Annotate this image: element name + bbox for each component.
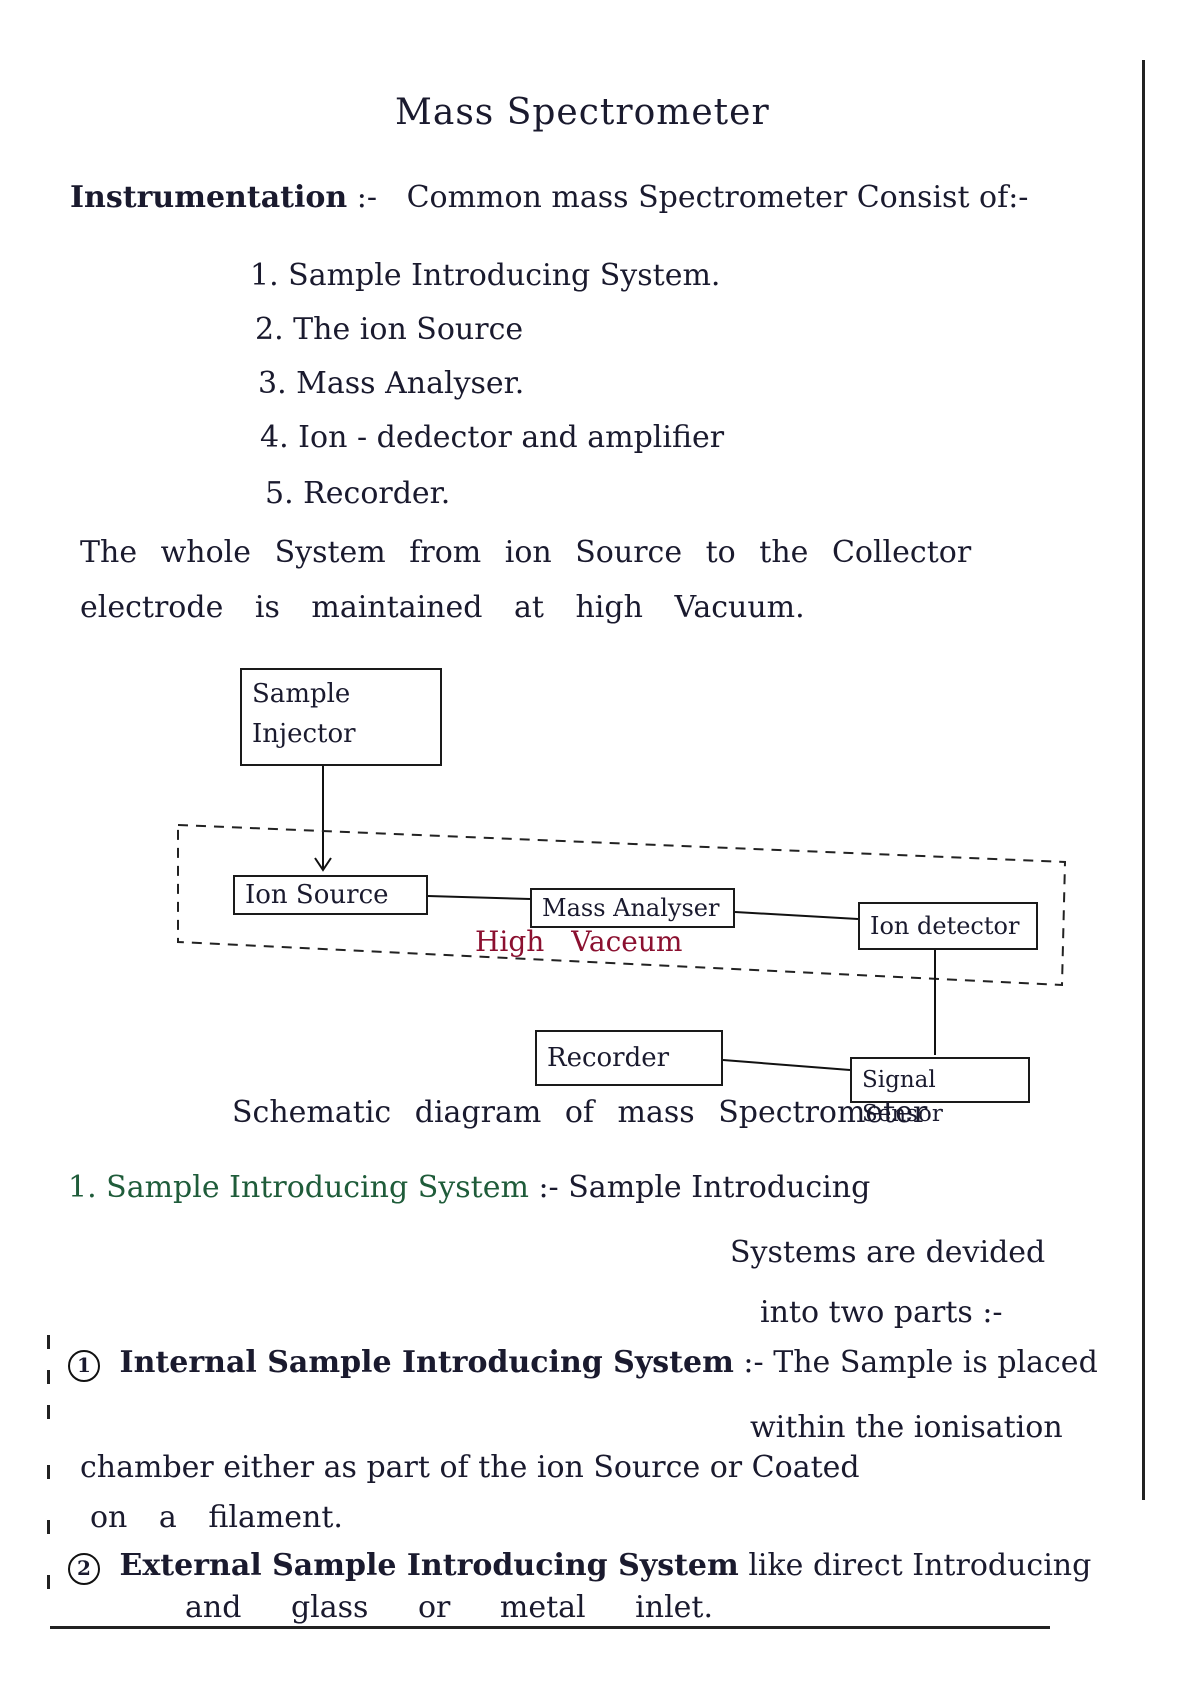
ion-detector-box: Ion detector [858,902,1038,950]
external-number-badge: 2 [68,1553,100,1585]
signal-sensor-box: Signal Sensor [850,1057,1030,1127]
right-margin-rule [1142,60,1145,1500]
list-item-number: 5. [265,476,294,511]
list-item: 5. Recorder. [265,476,450,511]
list-item: 1. Sample Introducing System. [250,258,720,293]
internal-text4: on a filament. [90,1500,343,1535]
instrumentation-label: Instrumentation [70,180,348,215]
ion-source-box: Ion Source [233,875,428,915]
list-item-number: 1. [250,258,279,293]
list-item: 4. Ion - dedector and amplifier [260,420,724,455]
list-item-number: 3. [258,366,287,401]
section1-heading: 1. Sample Introducing System :- Sample I… [68,1170,870,1205]
instrumentation-line: Instrumentation :- Common mass Spectrome… [70,180,1028,215]
margin-tick [47,1520,50,1534]
external-heading-line: 2 External Sample Introducing System lik… [68,1548,1091,1585]
external-text1: like direct Introducing [748,1548,1092,1583]
list-item-number: 4. [260,420,289,455]
margin-tick [47,1370,50,1384]
margin-tick [47,1405,50,1419]
internal-text3: chamber either as part of the ion Source… [80,1450,860,1485]
internal-heading-line: 1 Internal Sample Introducing System :- … [68,1345,1098,1382]
internal-heading: Internal Sample Introducing System [119,1345,734,1380]
list-item-text: Ion - dedector and amplifier [298,420,725,455]
internal-number-badge: 1 [68,1350,100,1382]
page-title: Mass Spectrometer [395,92,770,133]
list-item: 2. The ion Source [255,312,523,347]
recorder-box: Recorder [535,1030,723,1086]
internal-sep: :- [743,1345,764,1380]
diagram-caption: Schematic diagram of mass Spectrometer [232,1095,928,1130]
vacuum-note-line2: electrode is maintained at high Vacuum. [80,590,805,625]
list-item-text: Sample Introducing System. [288,258,721,293]
internal-text2: within the ionisation [750,1410,1063,1445]
list-item: 3. Mass Analyser. [258,366,524,401]
list-item-text: The ion Source [293,312,524,347]
section1-text2: Systems are devided [730,1235,1046,1270]
margin-tick [47,1335,50,1349]
external-heading: External Sample Introducing System [119,1548,739,1583]
internal-text1: The Sample is placed [773,1345,1098,1380]
sample-injector-box: Sample Injector [240,668,442,766]
list-item-number: 2. [255,312,284,347]
instrumentation-sep: :- [356,180,378,215]
high-vacuum-label: High Vaceum [475,925,683,958]
list-item-text: Recorder. [303,476,451,511]
bottom-margin-rule [50,1626,1050,1629]
section1-sep: :- [538,1170,559,1205]
margin-tick [47,1575,50,1589]
section1-heading-text: 1. Sample Introducing System [68,1170,529,1205]
section1-text1: Sample Introducing [568,1170,871,1205]
external-text2: and glass or metal inlet. [185,1590,714,1625]
mass-analyser-box: Mass Analyser [530,888,735,928]
vacuum-note-line1: The whole System from ion Source to the … [80,535,972,570]
list-item-text: Mass Analyser. [296,366,525,401]
instrumentation-text: Common mass Spectrometer Consist of:- [406,180,1029,215]
margin-tick [47,1465,50,1479]
section1-text3: into two parts :- [760,1295,1003,1330]
